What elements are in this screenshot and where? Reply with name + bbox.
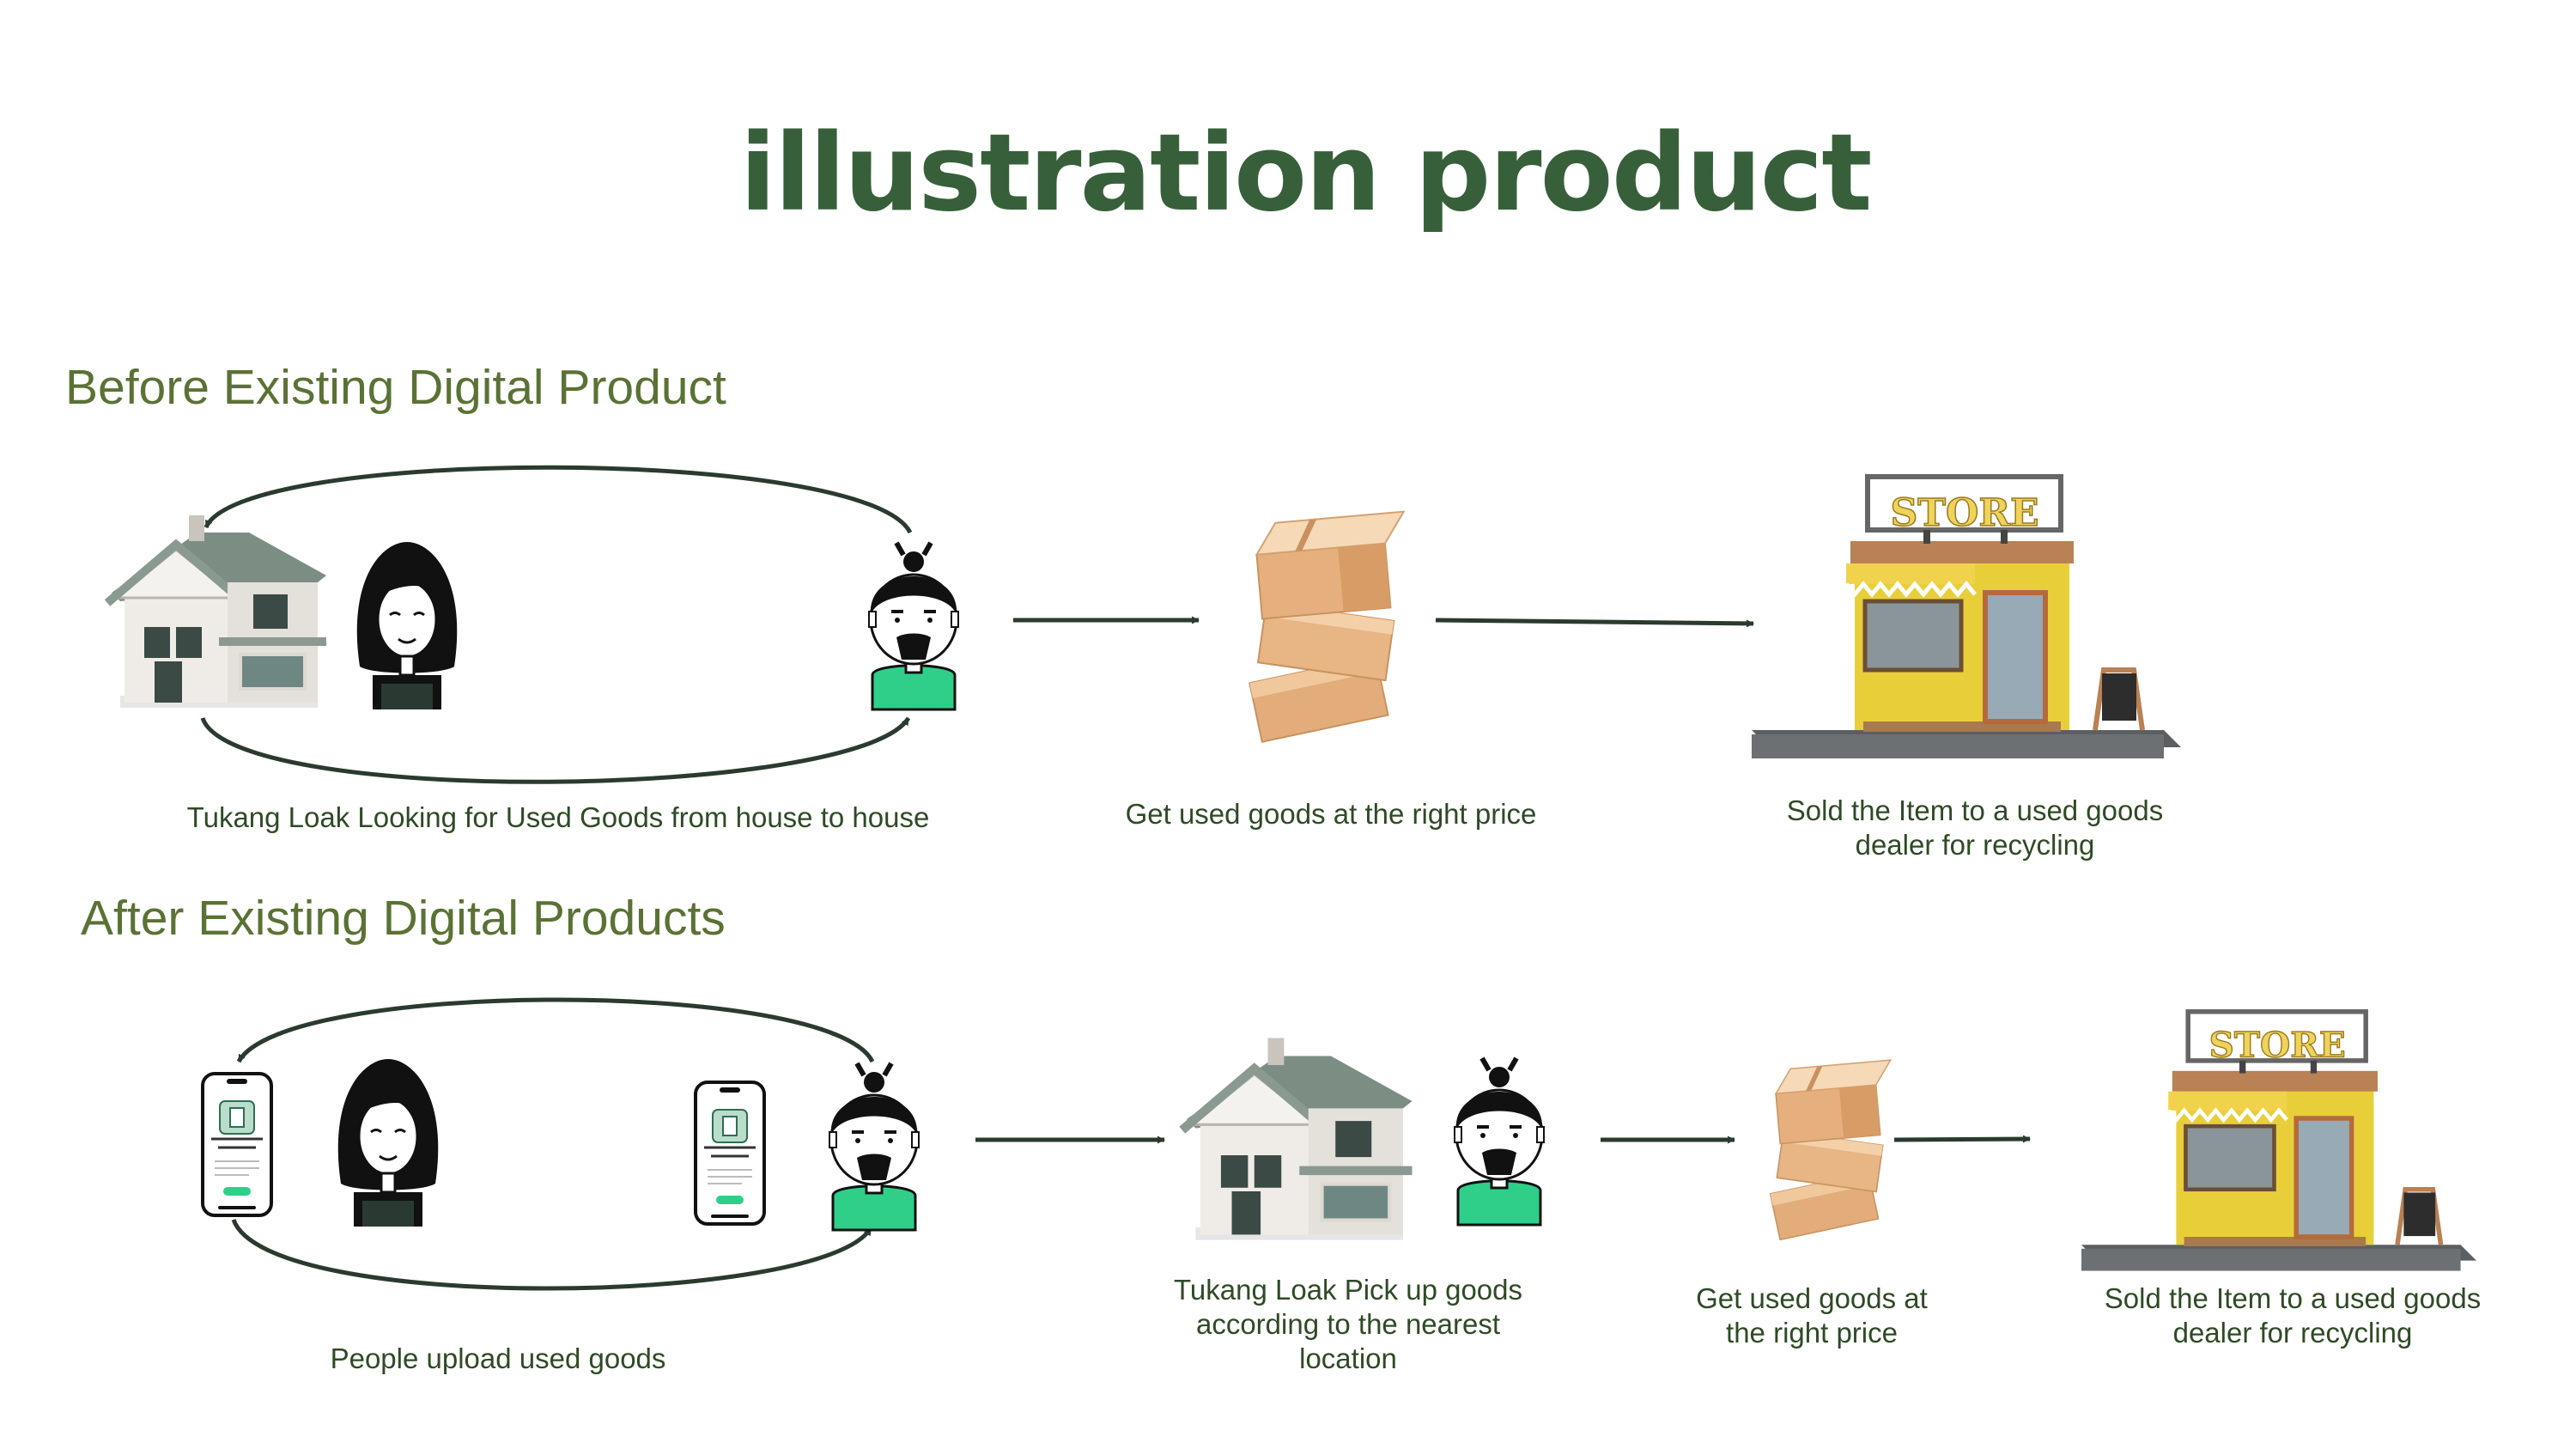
- caption-pickup: Tukang Loak Pick up goods according to t…: [1108, 1273, 1589, 1376]
- boxes-icon: [1249, 510, 1413, 743]
- caption-line: Tukang Loak Pick up goods: [1173, 1274, 1523, 1306]
- loop-arrow-top-after: [236, 997, 875, 1063]
- flow-arrow: [1435, 618, 1754, 628]
- caption-line: the right price: [1726, 1317, 1898, 1349]
- tukang-loak-icon: [829, 1063, 919, 1230]
- store-icon: STORE: [1752, 477, 2181, 758]
- caption-get-goods-after: Get used goods at the right price: [1614, 1282, 2009, 1350]
- phone-icon: [694, 1081, 766, 1226]
- house-icon: [107, 515, 326, 708]
- store-sign-text: STORE: [2209, 1024, 2346, 1065]
- flow-arrow: [1893, 1135, 2031, 1143]
- woman-icon: [337, 1057, 440, 1228]
- caption-people-upload: People upload used goods: [330, 1342, 666, 1374]
- caption-line: dealer for recycling: [2172, 1317, 2413, 1349]
- loop-arrow-top-before: [204, 465, 913, 534]
- loop-arrow-bottom-before: [200, 716, 911, 784]
- store-icon: STORE: [2081, 1012, 2476, 1271]
- before-section-heading: Before Existing Digital Product: [65, 360, 726, 415]
- after-section-heading: After Existing Digital Products: [81, 891, 726, 946]
- caption-line: dealer for recycling: [1855, 829, 2095, 861]
- boxes-icon: [1769, 1059, 1898, 1241]
- woman-icon: [355, 540, 459, 711]
- caption-sold-item: Sold the Item to a used goods dealer for…: [1735, 794, 2215, 862]
- caption-line: Sold the Item to a used goods: [2104, 1282, 2482, 1314]
- caption-sold-item-after: Sold the Item to a used goods dealer for…: [2052, 1282, 2533, 1350]
- tukang-loak-icon: [1455, 1058, 1544, 1225]
- tukang-loak-icon: [869, 543, 958, 709]
- caption-line: Get used goods at: [1696, 1282, 1928, 1314]
- loop-arrow-bottom-after: [231, 1219, 873, 1291]
- caption-house-to-house: Tukang Loak Looking for Used Goods from …: [186, 801, 930, 833]
- phone-icon: [201, 1072, 273, 1217]
- store-sign-text: STORE: [1891, 491, 2039, 535]
- caption-line: according to the nearest: [1195, 1308, 1501, 1340]
- caption-get-used-goods: Get used goods at the right price: [1125, 798, 1537, 830]
- caption-line: Sold the Item to a used goods: [1786, 795, 2164, 826]
- page-title: illustration product: [739, 112, 1872, 235]
- house-icon: [1182, 1038, 1413, 1240]
- caption-line: location: [1299, 1342, 1397, 1374]
